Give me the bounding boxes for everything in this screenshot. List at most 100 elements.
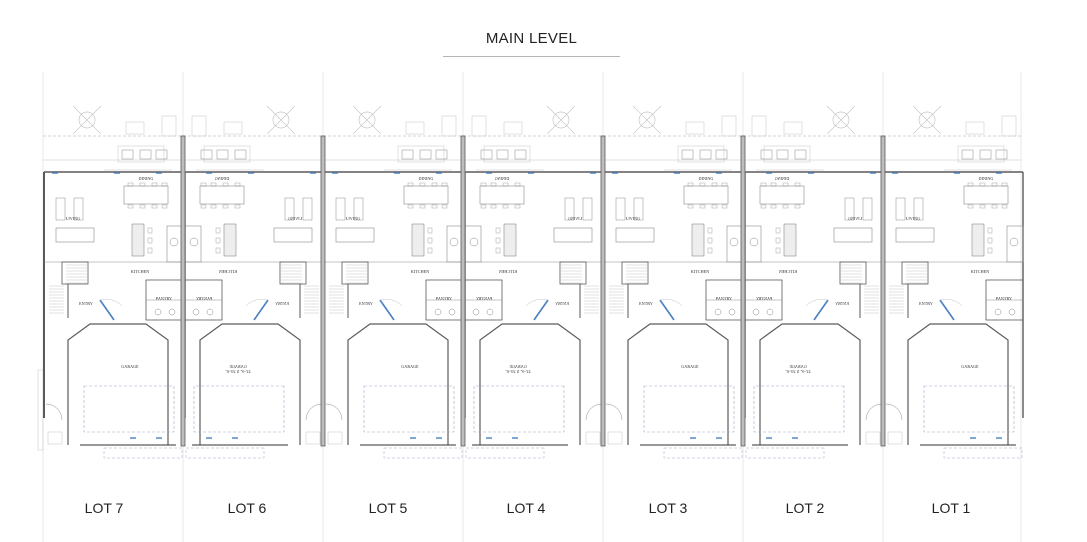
dining-chair: [139, 182, 146, 187]
dining-chair: [480, 182, 487, 187]
patio-chair: [840, 105, 856, 121]
stair: [341, 261, 369, 285]
entry-label: ENTRY: [555, 301, 569, 306]
driveway-edge: [383, 447, 463, 459]
bar-stool: [147, 227, 153, 234]
patio-chair: [912, 119, 928, 135]
dining-chair: [760, 182, 767, 187]
bar-stool: [707, 247, 713, 254]
bar-stool: [987, 237, 993, 244]
dining-label: DINING: [419, 176, 434, 181]
dining-label: DINING: [699, 176, 714, 181]
dining-chair: [161, 182, 168, 187]
sink: [729, 237, 739, 247]
kitchen-island: [223, 223, 237, 257]
garage-dimension: 22'-0" X 20'-0": [225, 369, 251, 374]
dining-chair: [979, 204, 986, 209]
patio-lounger: [161, 115, 177, 137]
driveway-edge: [465, 447, 545, 459]
lot-unit: DININGLIVINGKITCHENENTRYPANTRYGARAGE22'-…: [184, 105, 325, 459]
dining-table: [199, 185, 245, 205]
patio-chair: [840, 119, 856, 135]
patio-table: [832, 111, 850, 129]
patio-chair: [560, 105, 576, 121]
patio-chaise: [965, 121, 985, 135]
dining-chair: [794, 182, 801, 187]
bar-stool: [495, 237, 501, 244]
dining-chair: [721, 204, 728, 209]
armchair: [335, 197, 346, 221]
kitchen-label: KITCHEN: [691, 269, 709, 274]
bar-stool: [775, 237, 781, 244]
armchair: [862, 197, 873, 221]
dining-chair: [222, 204, 229, 209]
patio-chaise: [685, 121, 705, 135]
deck-chair: [681, 149, 694, 160]
dining-chair: [222, 182, 229, 187]
door-swing: [939, 298, 963, 307]
entry-door: [253, 299, 269, 321]
entry-door: [939, 299, 955, 321]
sink: [169, 237, 179, 247]
patio-chair: [72, 119, 88, 135]
deck-chair: [995, 149, 1008, 160]
patio-chair: [926, 119, 942, 135]
armchair: [73, 197, 84, 221]
dining-chair: [139, 204, 146, 209]
dining-table: [403, 185, 449, 205]
garage-wall: [479, 323, 581, 445]
patio-chair: [352, 119, 368, 135]
patio-table: [358, 111, 376, 129]
entry-door: [533, 299, 549, 321]
dining-chair: [794, 204, 801, 209]
stoop-door-swing: [865, 403, 883, 421]
dining-chair: [490, 204, 497, 209]
garage-wall: [759, 323, 861, 445]
front-stoop: [305, 431, 321, 445]
lot-label: LOT 6: [227, 500, 267, 516]
dining-label: DINING: [139, 176, 154, 181]
pantry-label: PANTRY: [156, 296, 172, 301]
bar-stool: [495, 227, 501, 234]
entry-door: [99, 299, 115, 321]
armchair: [564, 197, 575, 221]
entry-door: [379, 299, 395, 321]
rear-deck-furniture: [957, 145, 1005, 163]
patio-chair: [352, 105, 368, 121]
lavatory: [1008, 308, 1016, 316]
garage-label: GARAGE: [681, 364, 699, 369]
door-swing: [379, 298, 403, 307]
lavatory: [752, 308, 760, 316]
deck-chair: [699, 149, 712, 160]
party-wall-hatch: [880, 135, 886, 447]
kitchen-counter: [744, 225, 762, 263]
stair: [621, 261, 649, 285]
patio-chair: [86, 119, 102, 135]
bar-stool: [495, 247, 501, 254]
bar-stool: [707, 237, 713, 244]
door-swing: [659, 298, 683, 307]
driveway-edge: [185, 447, 265, 459]
rear-deck-furniture: [763, 145, 811, 163]
deck-chair: [961, 149, 974, 160]
lot-label: LOT 2: [785, 500, 825, 516]
pantry-label: PANTRY: [996, 296, 1012, 301]
armchair: [55, 197, 66, 221]
living-label: LIVING: [288, 216, 302, 221]
armchair: [895, 197, 906, 221]
garage-door-dashed: [83, 385, 175, 433]
stoop-door-swing: [605, 403, 623, 421]
dining-chair: [502, 204, 509, 209]
entry-door: [659, 299, 675, 321]
living-label: LIVING: [346, 216, 360, 221]
patio-lounger: [441, 115, 457, 137]
kitchen-island: [411, 223, 425, 257]
patio-table: [638, 111, 656, 129]
rear-deck-furniture: [203, 145, 251, 163]
armchair: [284, 197, 295, 221]
dining-chair: [127, 204, 134, 209]
lot-label: LOT 3: [648, 500, 688, 516]
patio-chair: [546, 119, 562, 135]
patio-chair: [826, 119, 842, 135]
